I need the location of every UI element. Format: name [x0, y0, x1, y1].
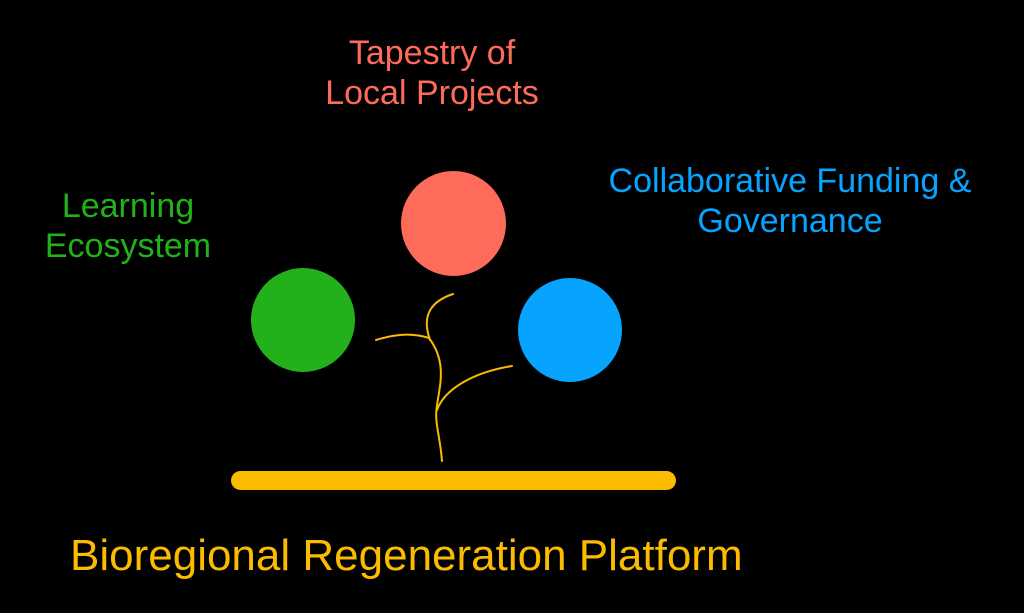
- learning-label-line-1: Learning: [61, 187, 195, 225]
- platform-title: Bioregional Regeneration Platform: [70, 531, 743, 580]
- funding-circle: [518, 278, 622, 382]
- branch-to-funding: [436, 365, 513, 411]
- projects-label-line-1: Tapestry of: [348, 34, 516, 72]
- funding-label-line-2: Governance: [697, 202, 883, 240]
- projects-label: Tapestry of Local Projects: [282, 33, 582, 113]
- learning-circle: [251, 268, 355, 372]
- learning-label: Learning Ecosystem: [10, 186, 246, 266]
- main-stem: [375, 333, 443, 462]
- projects-circle: [401, 171, 506, 276]
- funding-label: Collaborative Funding & Governance: [560, 161, 1020, 241]
- funding-label-line-1: Collaborative Funding &: [608, 162, 972, 200]
- branch-to-projects: [425, 293, 454, 341]
- platform-bar: [231, 471, 676, 490]
- projects-label-line-2: Local Projects: [325, 74, 539, 112]
- learning-label-line-2: Ecosystem: [44, 227, 212, 265]
